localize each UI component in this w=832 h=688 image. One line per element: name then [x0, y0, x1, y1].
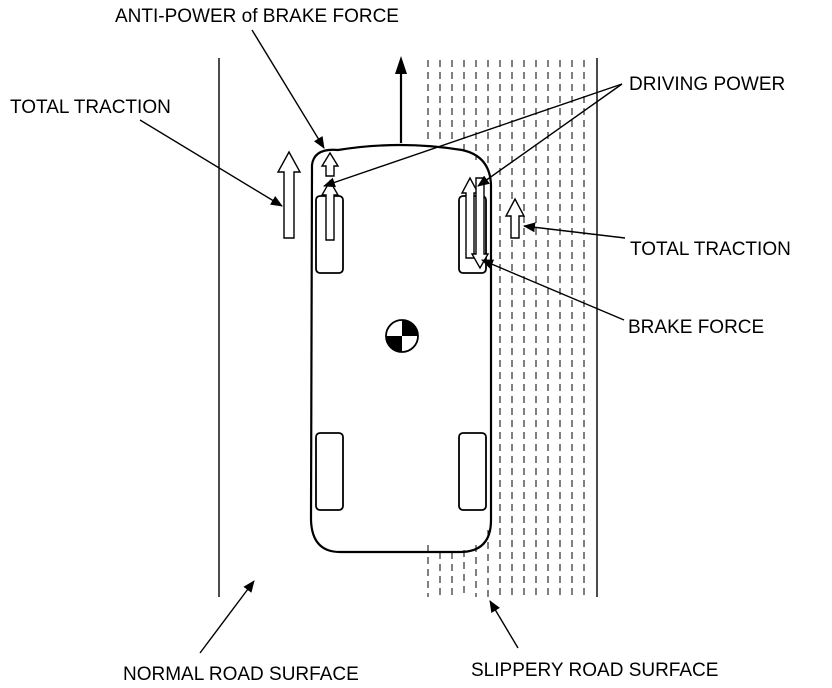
- total-traction-right-label: TOTAL TRACTION: [630, 239, 791, 260]
- leader-total-traction-right: [523, 222, 626, 239]
- leader-driving-power-right: [477, 83, 623, 187]
- leader-brake-force: [481, 259, 625, 321]
- driving-power-right-arrow: [460, 176, 480, 259]
- total-traction-right-arrow: [504, 197, 526, 239]
- normal-road-surface-label: NORMAL ROAD SURFACE: [123, 664, 359, 685]
- anti-power-label: ANTI-POWER of BRAKE FORCE: [115, 6, 399, 27]
- driving-power-label: DRIVING POWER: [629, 74, 785, 95]
- slippery-road-surface-label: SLIPPERY ROAD SURFACE: [471, 660, 718, 681]
- total-traction-left-arrow: [276, 150, 302, 239]
- rear-left-wheel: [315, 432, 344, 511]
- anti-power-arrow: [320, 151, 340, 177]
- slippery-surface-hatching: [427, 60, 585, 597]
- leader-slippery-road: [489, 600, 519, 649]
- total-traction-left-label: TOTAL TRACTION: [10, 97, 171, 118]
- rear-right-wheel: [458, 432, 487, 511]
- center-of-gravity-icon: [385, 319, 419, 353]
- leader-driving-power-left: [323, 83, 623, 188]
- driving-power-left-arrow: [320, 179, 340, 241]
- vehicle-direction-arrowhead: [395, 56, 407, 74]
- leader-total-traction-left: [139, 119, 283, 207]
- brake-force-label: BRAKE FORCE: [628, 317, 764, 338]
- leader-normal-road: [199, 580, 255, 654]
- vehicle-body: [309, 143, 493, 554]
- leader-anti-power: [251, 29, 325, 149]
